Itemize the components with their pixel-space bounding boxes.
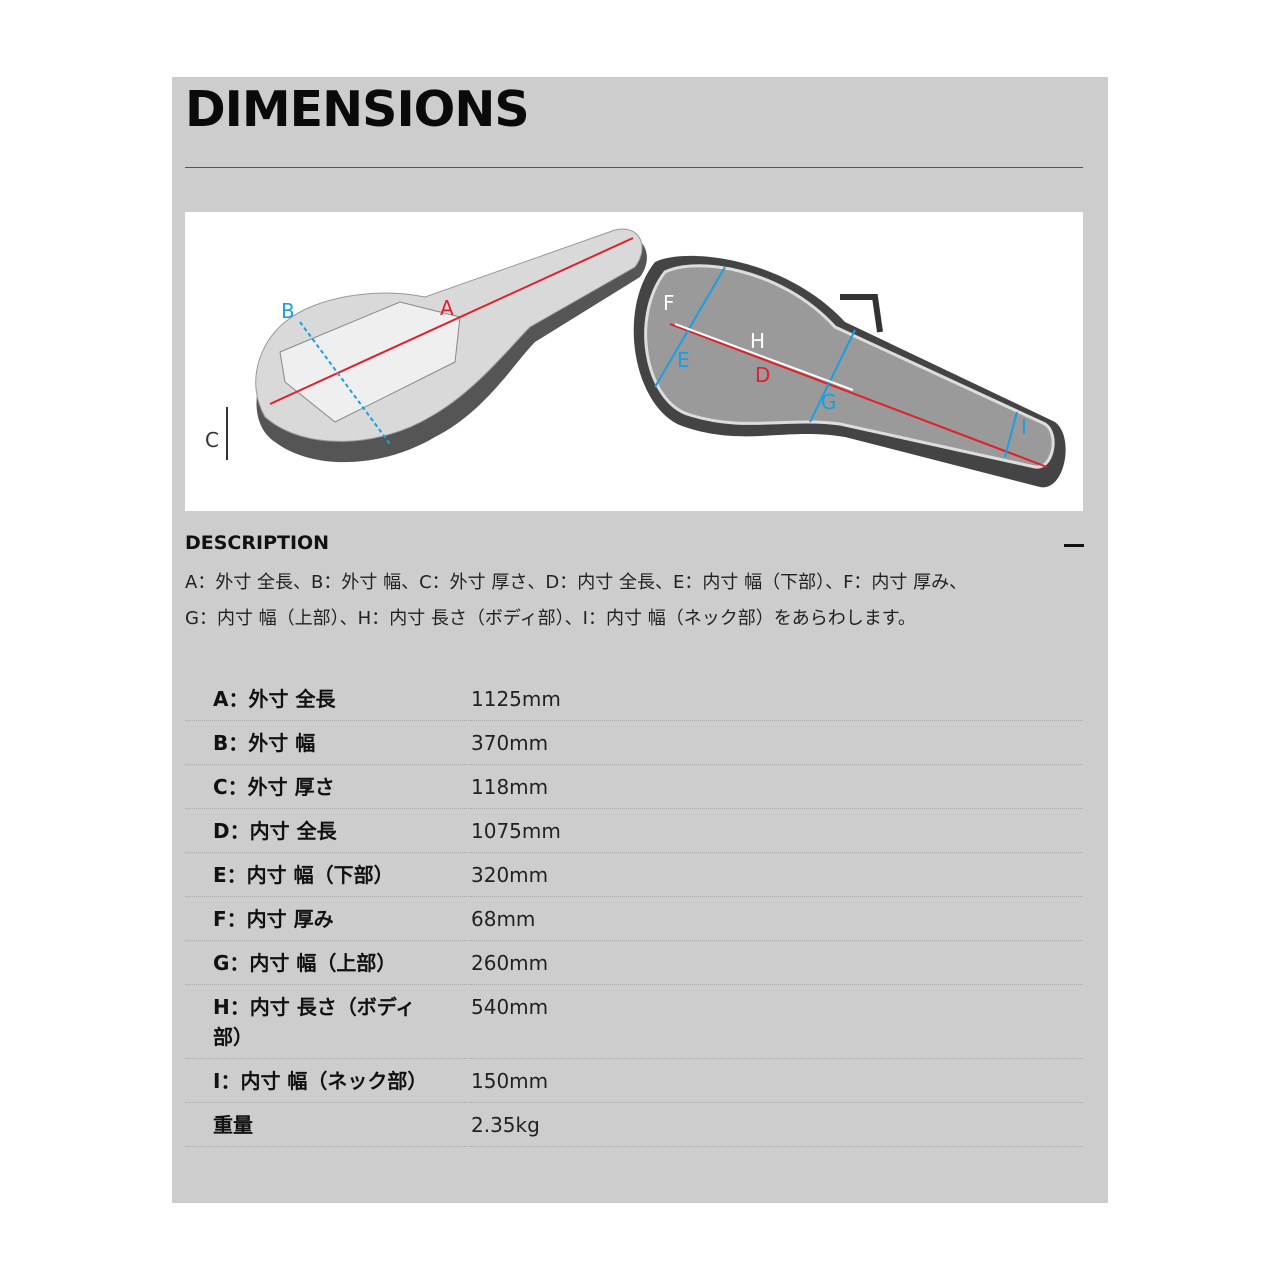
description-heading: DESCRIPTION — [185, 532, 330, 554]
spec-value: 540mm — [471, 984, 1083, 1059]
page-title: DIMENSIONS — [185, 81, 530, 138]
label-b: B — [281, 299, 295, 323]
description-line: A：外寸 全長、B：外寸 幅、C：外寸 厚さ、D：内寸 全長、E：内寸 幅（下部… — [185, 572, 968, 593]
closed-case-illustration: A B C — [205, 228, 647, 463]
spec-value: 118mm — [471, 764, 1083, 809]
spec-value: 370mm — [471, 720, 1083, 765]
dimensions-panel: DIMENSIONS A B C — [172, 77, 1108, 1203]
spec-label: B：外寸 幅 — [185, 720, 471, 765]
spec-label: H：内寸 長さ（ボディ部） — [185, 984, 471, 1059]
spec-label: G：内寸 幅（上部） — [185, 940, 471, 985]
spec-label: E：内寸 幅（下部） — [185, 852, 471, 897]
label-d: D — [755, 363, 770, 387]
spec-value: 320mm — [471, 852, 1083, 897]
table-row: G：内寸 幅（上部）260mm — [185, 940, 1083, 985]
spec-value: 68mm — [471, 896, 1083, 941]
label-e: E — [677, 348, 690, 372]
label-h: H — [750, 329, 765, 353]
minus-icon[interactable] — [1064, 544, 1084, 547]
spec-value: 2.35kg — [471, 1102, 1083, 1147]
spec-label: I：内寸 幅（ネック部） — [185, 1058, 471, 1103]
table-row: H：内寸 長さ（ボディ部）540mm — [185, 984, 1083, 1059]
spec-value: 1075mm — [471, 808, 1083, 853]
label-f: F — [663, 291, 675, 315]
spec-value: 260mm — [471, 940, 1083, 985]
spec-label: A：外寸 全長 — [185, 677, 471, 721]
dimension-diagram: A B C H D E F G I — [185, 212, 1083, 511]
description-text: A：外寸 全長、B：外寸 幅、C：外寸 厚さ、D：内寸 全長、E：内寸 幅（下部… — [185, 565, 1065, 637]
spec-label: C：外寸 厚さ — [185, 764, 471, 809]
spec-value: 1125mm — [471, 677, 1083, 721]
label-g: G — [821, 390, 837, 414]
divider — [185, 167, 1083, 168]
table-row: E：内寸 幅（下部）320mm — [185, 852, 1083, 897]
label-a: A — [440, 296, 454, 320]
label-c: C — [205, 428, 219, 452]
label-i: I — [1021, 415, 1027, 439]
description-line: G：内寸 幅（上部）、H：内寸 長さ（ボディ部）、I：内寸 幅（ネック部）をあら… — [185, 608, 916, 629]
table-row: I：内寸 幅（ネック部）150mm — [185, 1058, 1083, 1103]
spec-label: F：内寸 厚み — [185, 896, 471, 941]
spec-label: 重量 — [185, 1102, 471, 1147]
spec-value: 150mm — [471, 1058, 1083, 1103]
open-case-illustration: H D E F G I — [633, 255, 1066, 488]
spec-label: D：内寸 全長 — [185, 808, 471, 853]
